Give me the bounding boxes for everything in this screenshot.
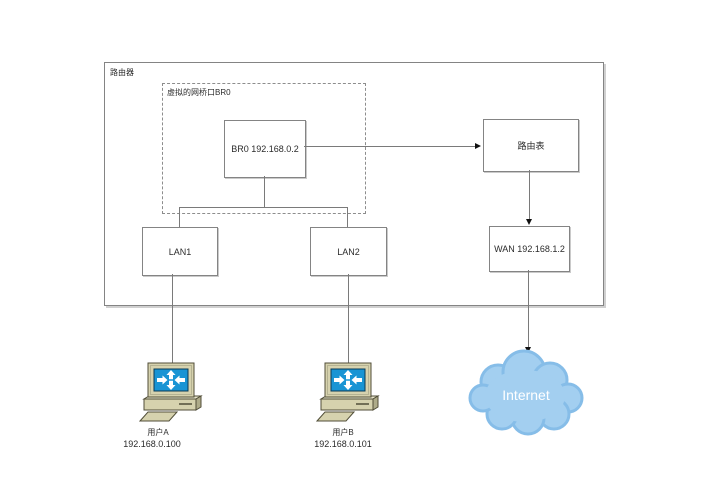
connector-bus-to-lan1	[179, 207, 180, 227]
node-lan2: LAN2	[310, 227, 387, 276]
workstation-computer-icon	[139, 362, 203, 422]
internet-cloud-icon: Internet	[468, 349, 584, 436]
arrowhead-icon	[526, 219, 532, 225]
connector-bridge-bus	[179, 207, 348, 208]
host-b-ip: 192.168.0.101	[314, 439, 372, 449]
connector-lan1-to-host-a	[172, 274, 173, 364]
bridge-group-label: 虚拟的网桥口BR0	[167, 88, 231, 97]
workstation-computer-icon	[316, 362, 380, 422]
node-br0: BR0 192.168.0.2	[224, 120, 306, 178]
internet-label: Internet	[502, 387, 550, 403]
node-wan-label: WAN 192.168.1.2	[494, 244, 565, 254]
connector-wan-to-internet	[528, 270, 529, 347]
router-group-box: 路由器	[104, 62, 604, 306]
host-b-name: 用户B	[332, 428, 354, 437]
node-wan: WAN 192.168.1.2	[489, 226, 570, 272]
connector-br0-to-routetable	[304, 146, 476, 147]
connector-lan2-to-host-b	[348, 274, 349, 364]
connector-routetable-to-wan	[529, 170, 530, 220]
node-br0-label: BR0 192.168.0.2	[231, 144, 299, 154]
node-lan2-label: LAN2	[337, 246, 360, 257]
node-route-table: 路由表	[483, 119, 579, 172]
bridge-group-box: 虚拟的网桥口BR0	[162, 83, 366, 214]
connector-bus-to-lan2	[347, 207, 348, 227]
router-group-label: 路由器	[110, 68, 134, 77]
node-lan1-label: LAN1	[168, 246, 192, 257]
connector-br0-drop	[264, 176, 265, 207]
arrowhead-icon	[475, 143, 481, 149]
node-route-table-label: 路由表	[517, 141, 545, 151]
host-a-ip: 192.168.0.100	[123, 439, 181, 449]
node-lan1: LAN1	[142, 227, 218, 276]
host-a-name: 用户A	[147, 428, 169, 437]
